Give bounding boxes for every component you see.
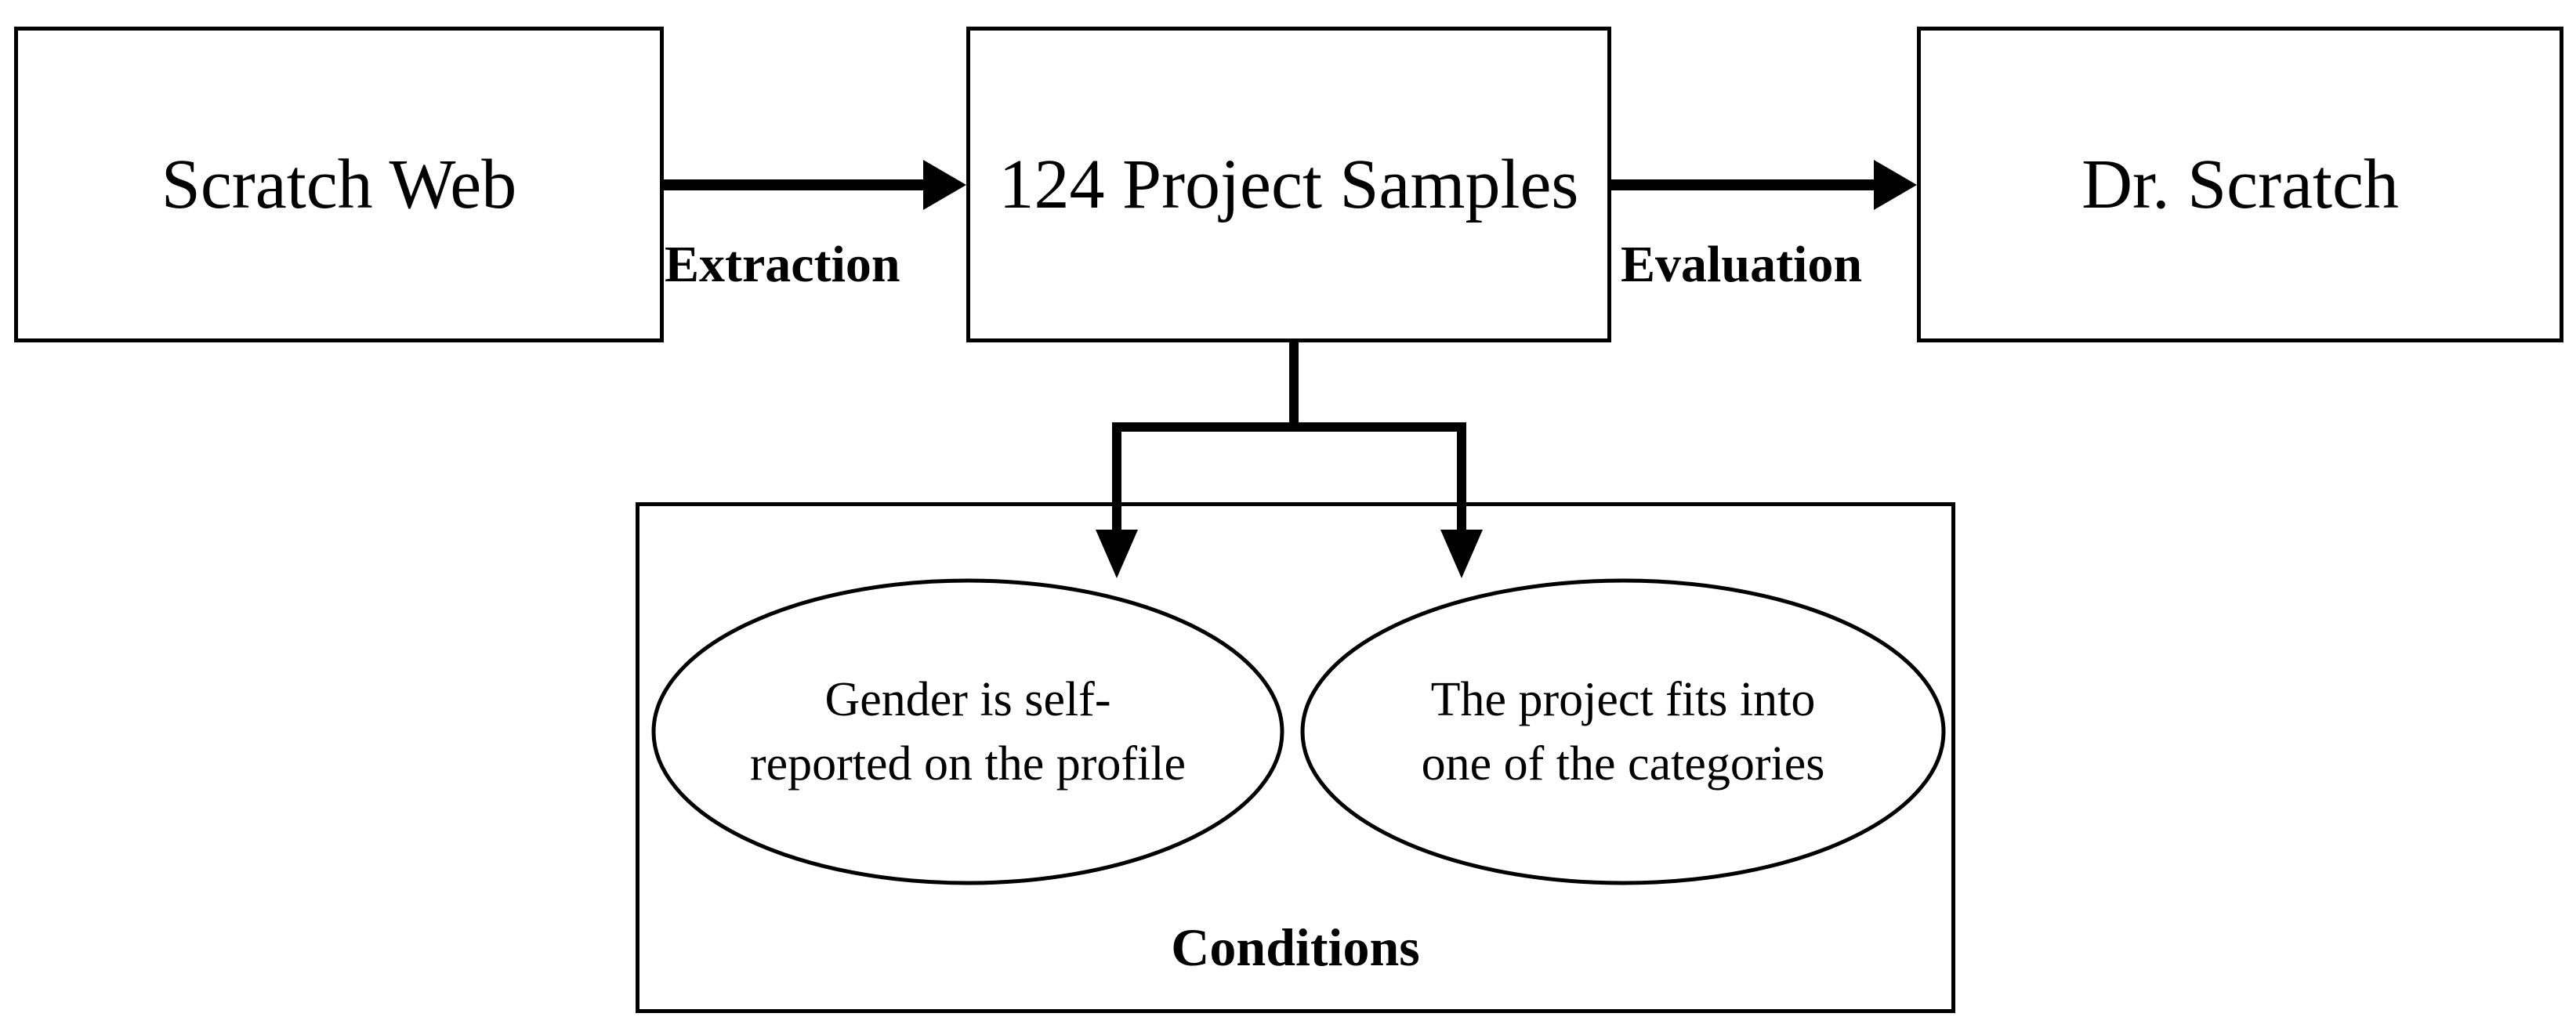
conditions-title: Conditions [1171, 917, 1420, 977]
condition-2-line-2: one of the categories [1421, 737, 1825, 791]
dr-scratch-label: Dr. Scratch [2081, 146, 2399, 223]
condition-1-text: Gender is self- reported on the profile [654, 668, 1281, 796]
condition-oval-2 [1300, 578, 1946, 885]
evaluation-label: Evaluation [1621, 236, 1863, 293]
scratch-web-box: Scratch Web [14, 27, 664, 342]
project-samples-box: 124 Project Samples [966, 27, 1611, 342]
branch-bar [1112, 422, 1466, 530]
condition-1-line-2: reported on the profile [749, 737, 1187, 791]
condition-2-line-1: The project fits into [1430, 673, 1816, 726]
extraction-label: Extraction [665, 236, 900, 293]
evaluation-arrowhead [1874, 160, 1917, 210]
condition-1-line-1: Gender is self- [824, 673, 1111, 726]
condition-2-text: The project fits into one of the categor… [1302, 668, 1944, 796]
branch-arrowhead-right [1440, 530, 1483, 578]
dr-scratch-box: Dr. Scratch [1917, 27, 2563, 342]
condition-oval-1 [651, 578, 1284, 885]
extraction-arrowhead [923, 160, 966, 210]
project-samples-label: 124 Project Samples [998, 146, 1579, 223]
scratch-web-label: Scratch Web [161, 146, 517, 223]
branch-arrowhead-left [1096, 530, 1138, 578]
